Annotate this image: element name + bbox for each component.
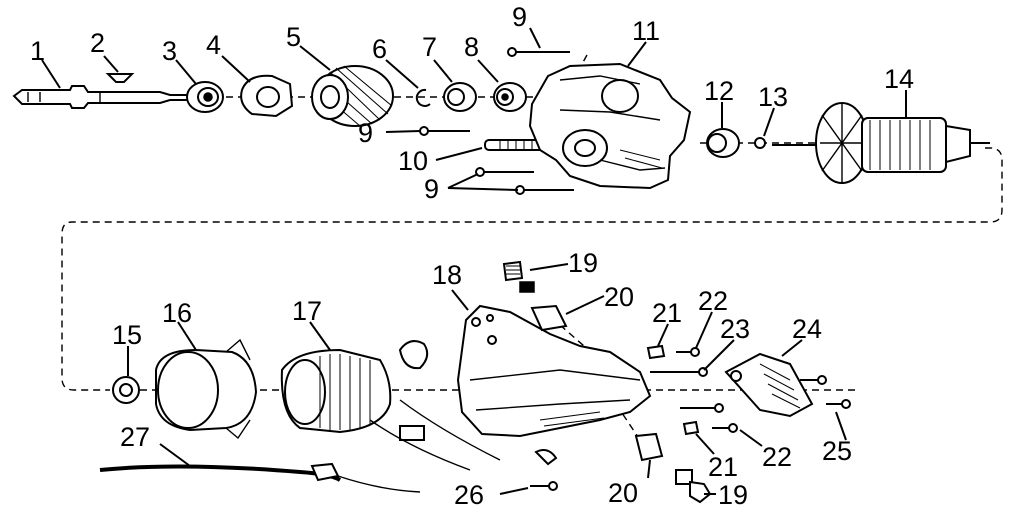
label-part-8: 8 — [464, 32, 479, 62]
label-part-21-top: 21 — [652, 298, 682, 328]
label-part-6: 6 — [372, 34, 387, 64]
part-5-gear — [311, 65, 394, 127]
part-4-plate — [240, 74, 294, 118]
label-part-17: 17 — [292, 296, 322, 326]
label-part-3: 3 — [162, 36, 177, 66]
label-part-10: 10 — [398, 146, 428, 176]
label-part-9-middle: 9 — [358, 118, 373, 148]
part-8-bearing — [493, 82, 527, 112]
part-27-cord — [99, 462, 421, 493]
label-part-18: 18 — [432, 260, 462, 290]
part-14-armature — [772, 102, 990, 184]
part-22-screws — [676, 347, 738, 433]
part-16-baffle — [155, 338, 258, 440]
label-part-13: 13 — [758, 82, 788, 112]
part-6-retaining-ring — [415, 88, 431, 107]
label-part-27: 27 — [120, 422, 150, 452]
part-25-screws — [800, 375, 851, 409]
label-part-22-top: 22 — [698, 286, 728, 316]
label-part-24: 24 — [792, 314, 822, 344]
label-part-14: 14 — [884, 64, 914, 94]
label-part-4: 4 — [206, 30, 221, 60]
part-2-key — [105, 73, 135, 83]
label-part-12: 12 — [704, 76, 734, 106]
label-part-11: 11 — [632, 16, 660, 46]
part-15-bearing — [112, 376, 140, 404]
part-3-bearing — [186, 81, 224, 113]
label-part-26: 26 — [454, 480, 484, 510]
label-part-2: 2 — [90, 28, 105, 58]
label-part-19-bottom: 19 — [718, 480, 748, 510]
label-part-25: 25 — [822, 436, 852, 466]
label-part-5: 5 — [286, 22, 301, 52]
part-19-brush-springs — [502, 260, 712, 504]
part-13-washer — [754, 137, 766, 149]
part-12-bearing — [706, 128, 740, 158]
part-17-field — [280, 340, 501, 471]
part-21-clips — [646, 344, 700, 436]
part-24-end-cap — [724, 352, 814, 418]
label-part-16: 16 — [162, 298, 192, 328]
label-part-9-top: 9 — [512, 2, 527, 32]
label-part-20-top: 20 — [604, 282, 634, 312]
part-26-clamp — [530, 449, 558, 491]
leader-lines — [41, 27, 907, 495]
label-part-22-bottom: 22 — [762, 442, 792, 472]
label-part-15: 15 — [112, 320, 142, 350]
part-7-bearing — [443, 82, 477, 112]
part-20-brushes — [530, 304, 664, 462]
label-part-21-bottom: 21 — [708, 452, 738, 482]
label-part-7: 7 — [422, 32, 437, 62]
part-18-motor-housing — [456, 304, 652, 438]
label-part-20-bottom: 20 — [608, 478, 638, 508]
label-part-1: 1 — [30, 36, 45, 66]
part-1-spindle — [12, 85, 189, 109]
label-part-9-bottom: 9 — [424, 174, 439, 204]
part-11-gear-housing — [528, 62, 692, 190]
label-part-19-top: 19 — [568, 248, 598, 278]
part-labels: 1 2 3 4 5 6 7 8 9 9 9 10 11 12 13 14 15 … — [30, 2, 914, 510]
label-part-23: 23 — [720, 314, 750, 344]
